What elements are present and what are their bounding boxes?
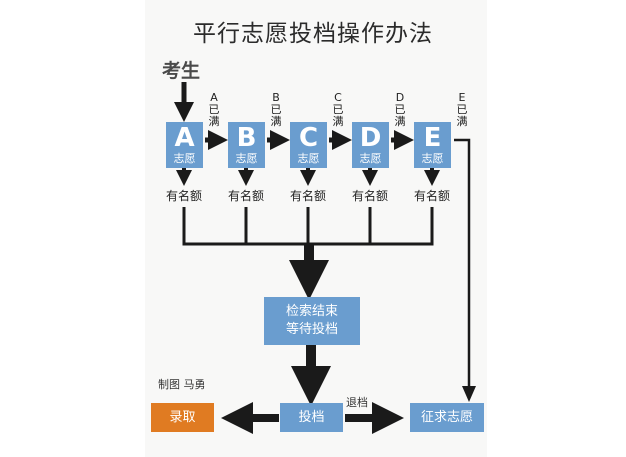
volunteer-letter: E — [423, 123, 442, 153]
search-box-line1: 检索结束 — [285, 304, 338, 319]
arrow-e-full-to-solicit — [454, 138, 471, 388]
volunteer-label: 志愿 — [421, 152, 444, 165]
quota-label-a: 有名额 — [165, 189, 202, 203]
quota-label-c: 有名额 — [289, 189, 326, 203]
full-char: D — [395, 91, 405, 104]
full-char: 已 — [332, 103, 344, 116]
full-char: 已 — [394, 103, 406, 116]
full-char: 满 — [456, 115, 468, 128]
full-label-c: C 已 满 — [332, 92, 344, 128]
quota-label-d: 有名额 — [351, 189, 388, 203]
submit-box: 投档 — [280, 403, 343, 432]
full-char: 满 — [332, 115, 344, 128]
admit-box: 录取 — [151, 403, 214, 432]
volunteer-box-b: B 志愿 — [228, 122, 265, 168]
volunteer-box-e: E 志愿 — [414, 122, 451, 168]
full-char: E — [458, 91, 466, 104]
diagram-title: 平行志愿投档操作办法 — [193, 21, 433, 47]
solicit-volunteer-box: 征求志愿 — [410, 403, 484, 432]
full-char: 满 — [208, 115, 220, 128]
search-finished-box: 检索结束 等待投档 — [264, 297, 360, 345]
full-char: 已 — [456, 103, 468, 116]
full-char: A — [210, 91, 218, 104]
volunteer-label: 志愿 — [359, 152, 382, 165]
return-label: 退档 — [346, 396, 368, 409]
full-label-a: A 已 满 — [208, 92, 220, 128]
credit-text: 制图 马勇 — [158, 378, 206, 391]
full-char: 已 — [208, 103, 220, 116]
volunteer-letter: B — [236, 123, 257, 153]
full-label-e: E 已 满 — [456, 92, 468, 128]
start-node-student: 考生 — [162, 60, 201, 82]
volunteer-label: 志愿 — [297, 152, 320, 165]
quota-collector — [182, 207, 434, 246]
volunteer-box-a: A 志愿 — [166, 122, 203, 168]
full-label-b: B 已 满 — [270, 92, 282, 128]
volunteer-letter: D — [359, 123, 382, 153]
quota-label-b: 有名额 — [227, 189, 264, 203]
full-char: B — [272, 91, 280, 104]
quota-label-e: 有名额 — [413, 189, 450, 203]
volunteer-label: 志愿 — [235, 152, 258, 165]
full-char: C — [334, 91, 342, 104]
volunteer-box-d: D 志愿 — [352, 122, 389, 168]
full-char: 满 — [270, 115, 282, 128]
volunteer-letter: C — [298, 123, 319, 153]
volunteer-letter: A — [174, 123, 195, 153]
volunteer-label: 志愿 — [173, 152, 196, 165]
search-box-line2: 等待投档 — [285, 322, 338, 337]
full-char: 满 — [394, 115, 406, 128]
full-char: 已 — [270, 103, 282, 116]
full-label-d: D 已 满 — [394, 92, 406, 128]
volunteer-box-c: C 志愿 — [290, 122, 327, 168]
